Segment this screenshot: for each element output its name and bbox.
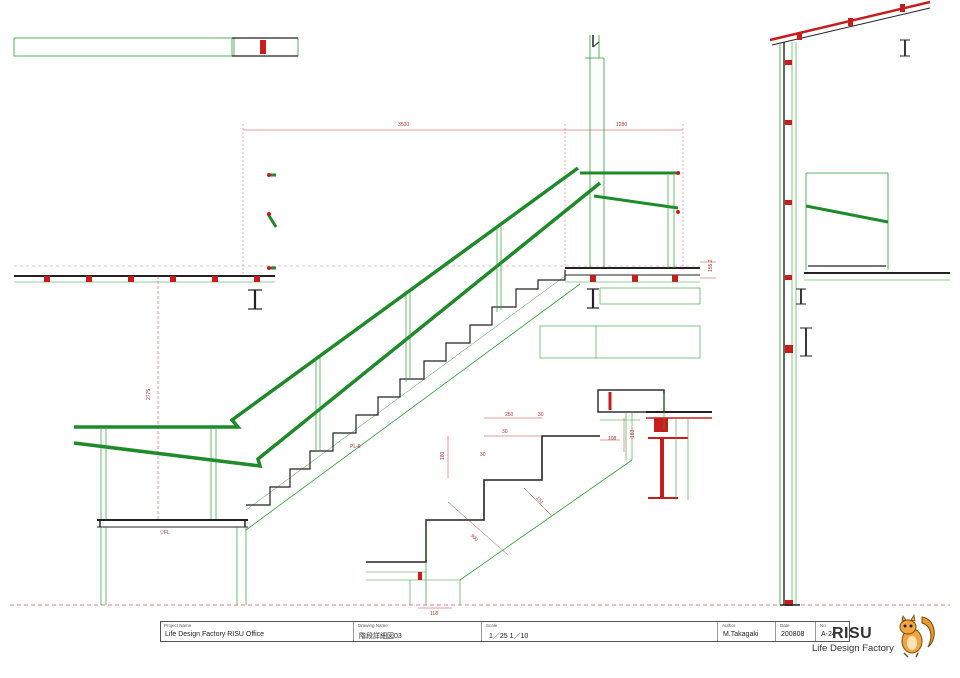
date-label: Date (780, 623, 790, 628)
dim-slope-length: 300 (469, 533, 479, 543)
dim-beam-depth: 108 (608, 436, 617, 442)
dim-beam-height: 183 (630, 429, 636, 438)
dim-landing-length: 1280 (616, 122, 627, 128)
dim-tread: 250 (505, 412, 514, 418)
dim-landing-slab: 155.2 (708, 259, 714, 272)
rail-bracket-marks (266, 173, 278, 270)
plate-label: PL-6 (350, 444, 361, 450)
project-value: Life Design Factory RISU Office (165, 631, 265, 638)
center-column (585, 35, 605, 268)
stair-steps: PL-6 (246, 270, 566, 506)
left-floor-slab (14, 275, 275, 310)
dim-nosing: 30 (538, 412, 544, 418)
upper-landing: 155.2 (539, 259, 716, 359)
brand-tagline: Life Design Factory (812, 643, 894, 654)
balusters (100, 224, 502, 520)
dim-notch: 30 (502, 429, 508, 435)
detail-dimensions (418, 417, 625, 609)
height-dimension: 2775 (146, 276, 159, 520)
brand-name: RISU (832, 625, 873, 642)
squirrel-icon (899, 613, 935, 658)
scale-label: Scale (486, 623, 498, 628)
drawing-label: Drawing Name (358, 623, 388, 628)
floor-level-mark: ▽FL (160, 530, 170, 536)
title-block: Project Name Life Design Factory RISU Of… (160, 621, 850, 642)
dim-run-length: 3500 (398, 122, 409, 128)
dim-floor-to-floor: 2775 (146, 389, 152, 400)
project-label: Project Name (164, 623, 192, 628)
dim-base-width: 118 (430, 611, 438, 617)
brand-logo: RISU Life Design Factory (812, 613, 952, 663)
dim-notch-2: 30 (480, 452, 486, 458)
no-cell: No. A-24 (817, 622, 849, 641)
date-cell: Date 200808 (777, 622, 815, 641)
author-value: M.Takagaki (723, 631, 759, 638)
drawing-value: 階段詳細図03 (359, 633, 402, 640)
project-cell: Project Name Life Design Factory RISU Of… (161, 622, 351, 641)
top-dimension: 3500 1280 (242, 122, 684, 276)
lower-landing: ▽FL (97, 519, 248, 605)
scale-cell: Scale 1／25 1／10 (483, 622, 713, 641)
stair-stringer (245, 275, 581, 531)
no-label: No. (820, 623, 828, 628)
dim-riser: 180 (440, 451, 446, 460)
top-left-detail (13, 37, 299, 57)
scale-value: 1／25 1／10 (489, 633, 529, 640)
detail-stair (366, 389, 665, 605)
main-handrail (73, 166, 602, 469)
landing-guardrail (580, 171, 680, 268)
detail-beam (646, 394, 712, 500)
author-cell: Author M.Takagaki (719, 622, 775, 641)
date-value: 200808 (781, 631, 805, 638)
dim-stringer-depth: 151 (534, 495, 544, 505)
drawing-cell: Drawing Name 階段詳細図03 (355, 622, 479, 641)
author-label: Author (722, 623, 736, 628)
no-value: A-24 (821, 631, 836, 638)
right-elevation (769, 0, 950, 606)
